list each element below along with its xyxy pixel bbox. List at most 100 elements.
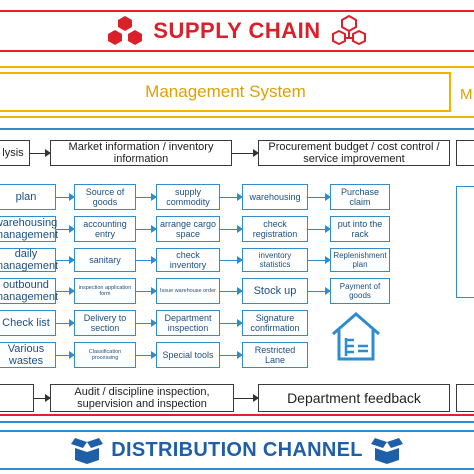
header-title: SUPPLY CHAIN [153, 18, 321, 43]
flow-arrow [220, 351, 243, 359]
audit-label: Audit / discipline inspection, supervisi… [74, 386, 210, 410]
process-step-label: supply commodity [166, 187, 210, 207]
process-step: sanitary [74, 248, 136, 272]
process-step-label: Stock up [253, 285, 297, 297]
process-step-label: Check list [2, 317, 50, 329]
process-step: Check list [0, 310, 56, 336]
process-step-label: inventory statistics [258, 251, 292, 269]
process-step-label: Issue warehouse order [160, 287, 216, 294]
flow-arrow [136, 287, 157, 295]
market-info-label: Market information / inventory informati… [68, 141, 214, 165]
arrow [30, 149, 51, 157]
process-step: accounting entry [74, 216, 136, 242]
process-step: arrange cargo space [156, 216, 220, 242]
flow-arrow [56, 287, 75, 295]
cubes-network-icon [108, 16, 143, 45]
procurement-box: Procurement budget / cost control / serv… [258, 140, 450, 166]
flow-arrow [56, 351, 75, 359]
flow-arrow [136, 319, 157, 327]
process-step-label: Department inspection [164, 313, 212, 333]
process-step: warehousing management [0, 216, 59, 242]
process-step: Department inspection [156, 310, 220, 336]
footer: DISTRIBUTION CHANNEL [0, 432, 474, 468]
process-step: Restricted Lane [242, 342, 308, 368]
process-step-label: inspection application form [78, 284, 132, 298]
process-step-label: Classification processing [88, 348, 122, 362]
flow-arrow [308, 225, 331, 233]
process-step: Issue warehouse order [156, 278, 220, 304]
flow-arrow [136, 225, 157, 233]
flow-arrow [56, 319, 75, 327]
flow-arrow [136, 351, 157, 359]
process-step: Stock up [242, 278, 308, 304]
process-step: Source of goods [74, 184, 136, 210]
process-step-label: check inventory [169, 250, 207, 270]
process-step-label: sanitary [89, 255, 121, 265]
warehouse-house-icon [332, 312, 380, 361]
management-band [0, 66, 474, 118]
process-step: warehousing [242, 184, 308, 210]
footer-frame [0, 430, 474, 470]
flow-arrow [220, 225, 243, 233]
process-step-label: warehousing [249, 192, 301, 202]
flow-arrow [56, 193, 75, 201]
process-step: plan [0, 184, 56, 210]
left-partial-box [0, 384, 34, 412]
flow-arrow [56, 225, 75, 233]
process-step-label: check registration [252, 219, 298, 239]
process-step-label: daily management [0, 248, 59, 272]
process-step: Payment of goods [330, 278, 390, 304]
process-step-label: warehousing management [0, 217, 59, 241]
management-partial-label: M [460, 86, 473, 103]
process-step: Special tools [156, 342, 220, 368]
flow-arrow [56, 256, 75, 264]
process-step: put into the rack [330, 216, 390, 242]
arrow [34, 394, 51, 402]
flow-arrow [220, 193, 243, 201]
process-step-label: put into the rack [337, 219, 383, 239]
process-step: outbound management [0, 278, 59, 304]
process-step: Classification processing [74, 342, 136, 368]
process-step-label: plan [15, 191, 37, 203]
process-step: inspection application form [74, 278, 136, 304]
right-partial-box [456, 384, 474, 412]
process-step: daily management [0, 248, 59, 272]
arrow [234, 394, 259, 402]
process-step-label: Purchase claim [340, 187, 380, 207]
process-step-label: Restricted Lane [254, 345, 296, 365]
feedback-box: Department feedback [258, 384, 450, 412]
process-step-label: accounting entry [83, 219, 127, 239]
header: SUPPLY CHAIN [0, 14, 474, 48]
right-partial-box [456, 186, 474, 298]
flow-arrow [220, 319, 243, 327]
analysis-label: lysis [2, 147, 24, 159]
management-title: Management System [145, 82, 306, 101]
process-step-label: Various wastes [7, 343, 45, 367]
header-frame [0, 10, 474, 52]
flow-arrow [308, 287, 331, 295]
analysis-box: lysis [0, 140, 30, 166]
process-step-label: outbound management [0, 279, 59, 303]
flow-arrow [136, 256, 157, 264]
process-step: Signature confirmation [242, 310, 308, 336]
arrow [232, 149, 259, 157]
footer-divider [0, 414, 474, 428]
process-step: Various wastes [0, 342, 56, 368]
procurement-label: Procurement budget / cost control / serv… [268, 141, 440, 165]
footer-title: DISTRIBUTION CHANNEL [111, 438, 363, 461]
audit-box: Audit / discipline inspection, supervisi… [50, 384, 234, 412]
process-step: supply commodity [156, 184, 220, 210]
process-step: check registration [242, 216, 308, 242]
process-step: Replenishment plan [330, 248, 390, 272]
process-step-label: Source of goods [85, 187, 125, 207]
process-step-label: Special tools [162, 350, 214, 360]
process-frame [0, 128, 474, 423]
process-step-label: Replenishment plan [333, 251, 387, 269]
process-step-label: Payment of goods [339, 282, 381, 300]
process-step: Delivery to section [74, 310, 136, 336]
open-box-icon [370, 438, 403, 464]
flow-arrow [220, 256, 243, 264]
process-step-label: arrange cargo space [159, 219, 217, 239]
process-step-label: Delivery to section [83, 313, 127, 333]
market-info-box: Market information / inventory informati… [50, 140, 232, 166]
